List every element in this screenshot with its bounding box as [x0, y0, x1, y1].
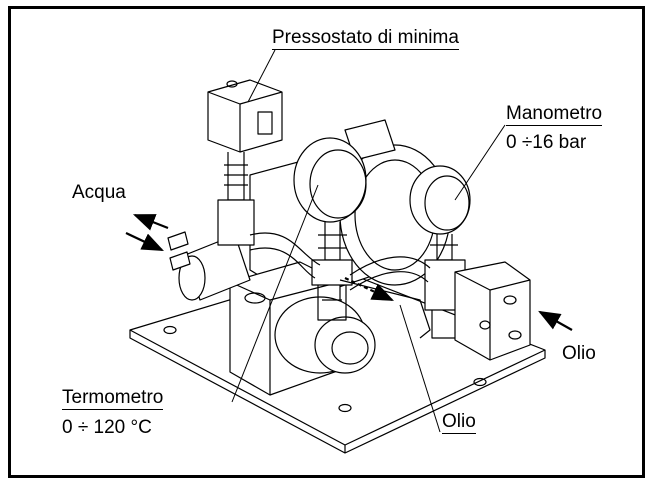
oil-out-arrow: [344, 277, 394, 301]
leader-pressostato: [247, 49, 276, 103]
label-termometro-range: 0 ÷ 120 °C: [62, 417, 152, 438]
oil-pump: [454, 261, 531, 361]
leader-olio-bottom: [399, 304, 441, 433]
label-manometro-range: 0 ÷16 bar: [506, 132, 587, 153]
label-olio-right: Olio: [562, 343, 596, 364]
leader-termometro: [231, 184, 319, 403]
valve-block: [229, 261, 376, 396]
water-filter: [167, 231, 251, 301]
label-olio-bottom: Olio: [442, 411, 476, 434]
oil-in-arrow: [538, 310, 573, 331]
label-termometro: Termometro: [62, 387, 164, 410]
diagram-frame: [8, 6, 645, 478]
pressure-switch: [207, 79, 283, 246]
water-out-arrow: [132, 213, 169, 231]
label-acqua: Acqua: [72, 182, 126, 203]
label-manometro: Manometro: [506, 103, 603, 126]
label-pressostato: Pressostato di minima: [272, 27, 459, 50]
water-in-arrow: [125, 232, 164, 251]
leader-manometro: [454, 124, 506, 201]
